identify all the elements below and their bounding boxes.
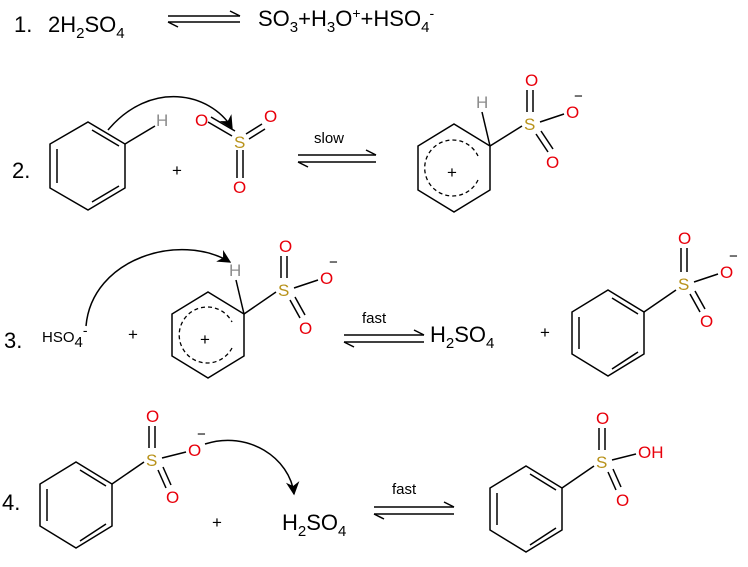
oxygen-atom: O [525, 71, 538, 90]
oxygen-atom: O [279, 237, 292, 256]
delocalized-charge-arc [178, 306, 233, 364]
curved-arrow-protonation [204, 439, 300, 496]
sulfuric-acid: H2SO4 [282, 510, 346, 540]
arrow-label-fast: fast [362, 310, 387, 327]
step-4: 4. S O O − O + H2SO4 fast [2, 407, 664, 553]
oxygen-atom: O [546, 153, 559, 172]
sigma-complex: + H S O O − O [417, 71, 583, 213]
benzene-ring [49, 121, 126, 211]
ring-hydrogen: H [156, 111, 168, 130]
arrow-label-fast: fast [392, 481, 417, 498]
oxygen-atom: O [700, 312, 713, 331]
oxygen-anion: O [188, 441, 201, 460]
benzenesulfonate: S O O − O [39, 407, 206, 549]
oxygen-atom: O [678, 229, 691, 248]
oxygen-anion: O [720, 263, 733, 282]
negative-charge: − [329, 254, 338, 271]
sulfur-atom: S [278, 281, 289, 300]
curved-arrow-deprotonation [85, 248, 232, 327]
arrow-label-slow: slow [314, 130, 344, 147]
oxygen-atom: O [166, 488, 179, 507]
sp3-hydrogen: H [476, 93, 488, 112]
sulfur-atom: S [596, 453, 607, 472]
c-h-bond [124, 125, 156, 145]
oxygen-atom: O [233, 178, 246, 197]
plus-sign: + [128, 325, 138, 344]
oxygen-anion: O [566, 103, 579, 122]
plus-sign: + [540, 323, 550, 342]
oxygen-anion: O [320, 269, 333, 288]
sulfur-trioxide: O S O O [195, 107, 277, 197]
sulfur-atom: S [234, 133, 245, 152]
step-3-number: 3. [4, 328, 22, 353]
sulfur-atom: S [524, 115, 535, 134]
benzenesulfonate: S O O − O [571, 229, 738, 377]
equilibrium-arrow [167, 10, 241, 28]
negative-charge: − [729, 248, 738, 265]
sulfur-atom: S [678, 275, 689, 294]
ring-positive-charge: + [200, 330, 210, 349]
equilibrium-arrow [373, 501, 455, 520]
sp3-hydrogen: H [229, 261, 241, 280]
equilibrium-arrow [343, 329, 425, 348]
oxygen-atom: O [616, 491, 629, 510]
curved-arrow-attack [107, 95, 233, 131]
step-1-products: SO3+H3O++HSO4- [258, 5, 434, 36]
hydroxyl-group: OH [638, 443, 664, 462]
sigma-complex: + H S O O − O [171, 237, 338, 379]
step-1: 1. 2H2SO4 SO3+H3O++HSO4- [14, 5, 434, 42]
negative-charge: − [197, 426, 206, 443]
plus-sign: + [212, 513, 222, 532]
step-3: 3. HSO4- + + H S O O − O fast [4, 229, 738, 379]
sulfur-atom: S [146, 451, 157, 470]
oxygen-atom: O [596, 409, 609, 428]
bisulfate-ion: HSO4- [42, 322, 88, 351]
step-1-number: 1. [14, 12, 32, 37]
oxygen-atom: O [264, 107, 277, 126]
step-4-number: 4. [2, 490, 20, 515]
sulfuric-acid: H2SO4 [430, 322, 494, 352]
oxygen-atom: O [195, 111, 208, 130]
oxygen-atom: O [299, 319, 312, 338]
ring-positive-charge: + [447, 163, 457, 182]
step-2: 2. H + O S O O slow [12, 71, 583, 213]
benzenesulfonic-acid: S O OH O [489, 409, 664, 553]
step-1-reactant: 2H2SO4 [48, 12, 125, 42]
negative-charge: − [574, 88, 583, 105]
equilibrium-arrow [297, 149, 377, 168]
oxygen-atom: O [146, 407, 159, 426]
plus-sign: + [172, 161, 182, 180]
step-2-number: 2. [12, 158, 30, 183]
delocalized-charge-arc [424, 139, 479, 197]
